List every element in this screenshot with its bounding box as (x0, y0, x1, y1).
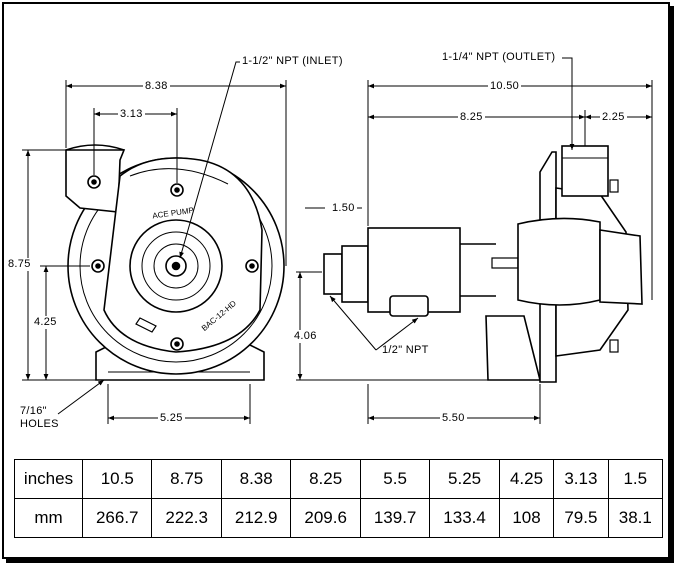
dim-inlet-height: 4.25 (32, 316, 59, 329)
dim-height-total: 8.75 (6, 258, 33, 271)
half-npt-label: 1/2" NPT (382, 344, 429, 356)
dim-width-total: 8.38 (143, 80, 170, 93)
side-view (323, 145, 643, 383)
table-cell: 79.5 (553, 498, 609, 538)
table-cell: 8.25 (290, 459, 361, 499)
dim-outlet-top: 1.50 (330, 202, 357, 215)
holes-label-1: 7/16" (20, 405, 47, 417)
dimension-table: inches 10.5 8.75 8.38 8.25 5.5 5.25 4.25… (14, 459, 664, 538)
dim-outlet-offset: 2.25 (600, 111, 627, 124)
table-row-inches: inches 10.5 8.75 8.38 8.25 5.5 5.25 4.25… (14, 459, 664, 499)
table-cell: 212.9 (220, 498, 292, 538)
dim-inlet-offset: 3.13 (118, 108, 145, 121)
table-cell: 222.3 (151, 498, 222, 538)
table-cell: 10.5 (81, 459, 153, 499)
table-cell: 108 (498, 498, 555, 538)
table-cell: 38.1 (607, 498, 664, 538)
table-cell-unit: mm (14, 498, 83, 538)
table-cell: 266.7 (81, 498, 153, 538)
table-cell: 5.25 (429, 459, 500, 499)
dim-length-total: 10.50 (488, 80, 522, 93)
dim-base-length: 5.50 (440, 412, 467, 425)
table-cell: 139.7 (359, 498, 431, 538)
table-cell: 133.4 (429, 498, 500, 538)
table-cell: 5.5 (359, 459, 431, 499)
table-cell: 4.25 (498, 459, 555, 499)
table-cell-unit: inches (14, 459, 83, 499)
table-cell: 3.13 (553, 459, 609, 499)
table-cell: 1.5 (607, 459, 664, 499)
table-row-mm: mm 266.7 222.3 212.9 209.6 139.7 133.4 1… (14, 498, 664, 538)
dim-base-width: 5.25 (158, 412, 185, 425)
dim-length-inlet: 8.25 (458, 111, 485, 124)
holes-label-2: HOLES (20, 418, 59, 430)
inlet-label: 1-1/2" NPT (INLET) (242, 55, 343, 67)
front-view (65, 144, 285, 381)
dim-shaft-height: 4.06 (292, 330, 319, 343)
outlet-label: 1-1/4" NPT (OUTLET) (442, 51, 556, 63)
table-cell: 8.75 (151, 459, 222, 499)
table-cell: 209.6 (290, 498, 361, 538)
table-cell: 8.38 (220, 459, 292, 499)
